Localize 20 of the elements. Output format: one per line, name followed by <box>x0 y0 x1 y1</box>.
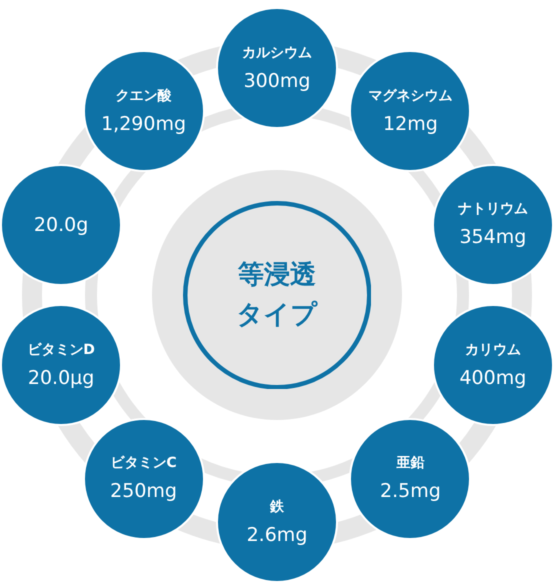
nutrient-name: 亜鉛 <box>396 454 424 472</box>
nutrient-amount: 1,290mg <box>101 112 186 136</box>
nutrient-amount: 2.5mg <box>380 479 441 504</box>
nutrient-amount: 300mg <box>244 68 310 92</box>
nutrient-amount: 2.6mg <box>246 522 308 546</box>
nutrient-amount: 12mg <box>383 112 438 136</box>
nutrient-name: カリウム <box>464 340 521 359</box>
nutrient-name: ビタミンC <box>110 454 177 472</box>
nutrient-name: ナトリウム <box>458 200 528 218</box>
nutrient-amount: 20.0μg <box>28 366 94 390</box>
nutrient-name: ビタミンD <box>27 340 95 359</box>
nutrient-amount: 400mg <box>459 366 526 390</box>
center-label: 等浸透タイプ <box>236 259 318 332</box>
nutrient-amount: 250mg <box>110 479 177 504</box>
nutrient-name: 鉄 <box>270 498 284 516</box>
nutrient-amount: 20.0g <box>34 212 88 237</box>
nutrient-amount: 354mg <box>459 225 526 250</box>
nutrient-name: クエン酸 <box>116 86 172 105</box>
nutrient-name: マグネシウム <box>368 86 452 105</box>
nutrient-name: カルシウム <box>242 44 312 62</box>
